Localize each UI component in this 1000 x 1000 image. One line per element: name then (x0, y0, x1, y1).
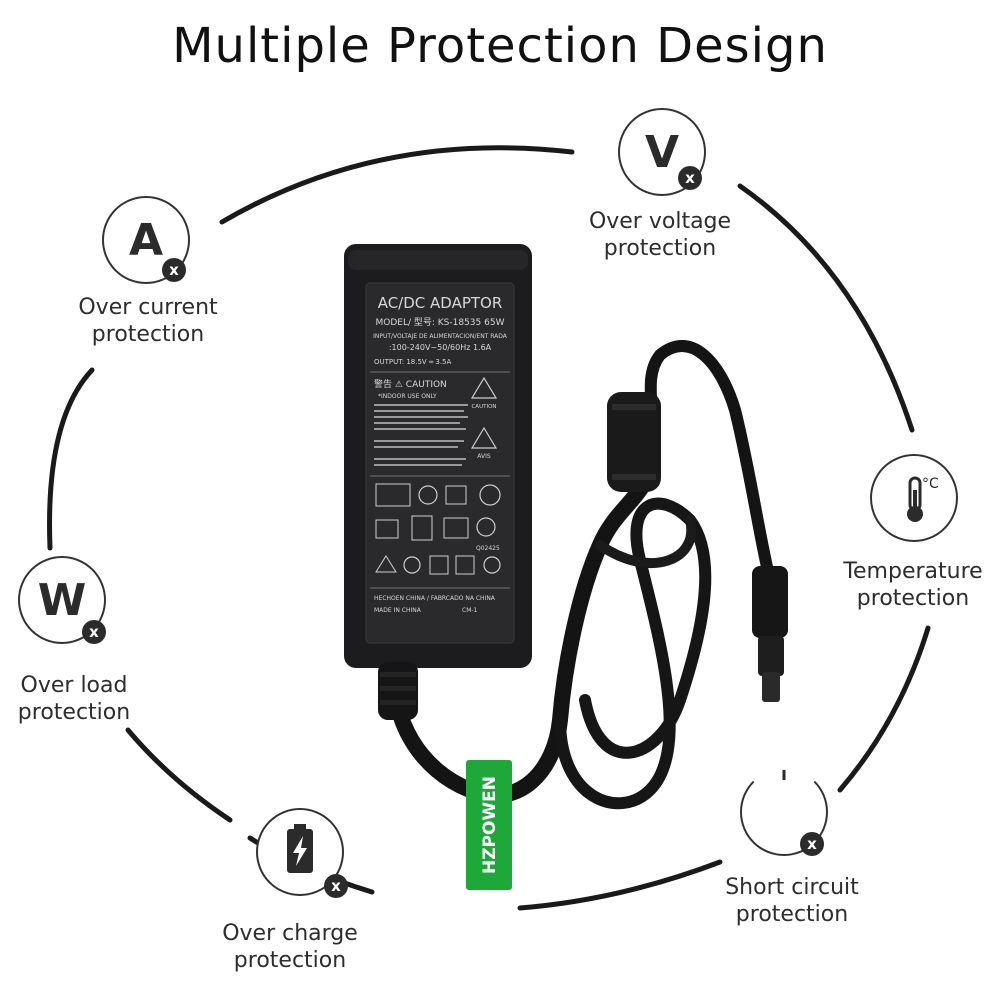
adapter-cable (386, 340, 776, 810)
ring-arc-top (219, 145, 575, 225)
adapter-q-code: Q02425 (476, 545, 500, 552)
ring-arc-bottom-right (517, 859, 723, 911)
feature-label-line2: protection (91, 322, 205, 347)
feature-label-line2: protection (735, 902, 849, 927)
adapter-code: CM-1 (462, 607, 478, 614)
disabled-x-icon: x (162, 258, 186, 282)
voltage-icon: V (618, 108, 706, 196)
adapter-caution-side: CAUTION (471, 404, 496, 410)
disabled-x-icon: x (82, 620, 106, 644)
feature-label-line1: Over current (78, 295, 218, 320)
feature-label-line2: protection (603, 236, 717, 261)
brand-tag: HZPOWEN (466, 760, 512, 890)
feature-label-line1: Short circuit (725, 875, 859, 900)
adapter-origin: HECHOEN CHINA / FABRCADO NA CHINA (374, 595, 496, 602)
disabled-x-icon: x (324, 874, 348, 898)
adapter-caution: 警告 ⚠ CAUTION (374, 378, 447, 390)
current-symbol: A (128, 214, 164, 266)
adapter-output: OUTPUT: 18.5V ═ 3.5A (374, 358, 452, 366)
adapter-model: MODEL/ 型号: KS-18535 65W (376, 317, 505, 328)
adapter-indoor: *INDOOR USE ONLY (378, 393, 437, 400)
wattage-symbol: W (37, 574, 87, 626)
adapter-label: AC/DC ADAPTOR MODEL/ 型号: KS-18535 65W IN… (370, 294, 510, 614)
ring-arc-left (47, 367, 95, 551)
page-title: Multiple Protection Design (172, 18, 828, 74)
feature-label-line1: Over load (20, 673, 128, 698)
dc-plug (752, 566, 788, 702)
brand-tag-text: HZPOWEN (480, 776, 500, 874)
ring-arcs (47, 145, 931, 911)
feature-label-line2: protection (233, 948, 347, 973)
adapter-heading: AC/DC ADAPTOR (378, 294, 503, 312)
adapter-avis: AVIS (477, 453, 491, 460)
feature-label-line2: protection (17, 700, 131, 725)
voltage-symbol: V (644, 126, 680, 178)
temperature-unit: °C (922, 476, 939, 492)
disabled-x-icon: x (800, 832, 824, 856)
thermometer-icon: °C (870, 454, 958, 542)
adapter-made-in: MADE IN CHINA (374, 607, 422, 614)
feature-label-line1: Temperature (843, 559, 983, 584)
adapter-input: :100-240V~50/60Hz 1.6A (389, 343, 492, 352)
disabled-x-icon: x (678, 166, 702, 190)
ring-arc-right (837, 625, 931, 793)
feature-label-line2: protection (856, 586, 970, 611)
ferrite-core (607, 392, 661, 492)
ring-arc-top-right (737, 183, 915, 433)
ring-arc-bottom-left (125, 727, 233, 823)
feature-label-line1: Over voltage (588, 209, 732, 234)
adapter-input-label: INPUT/VOLTAJE DE ALIMENTACION/ENT RADA (373, 333, 508, 340)
feature-label-line1: Over charge (222, 921, 358, 946)
adapter-body (344, 244, 532, 720)
